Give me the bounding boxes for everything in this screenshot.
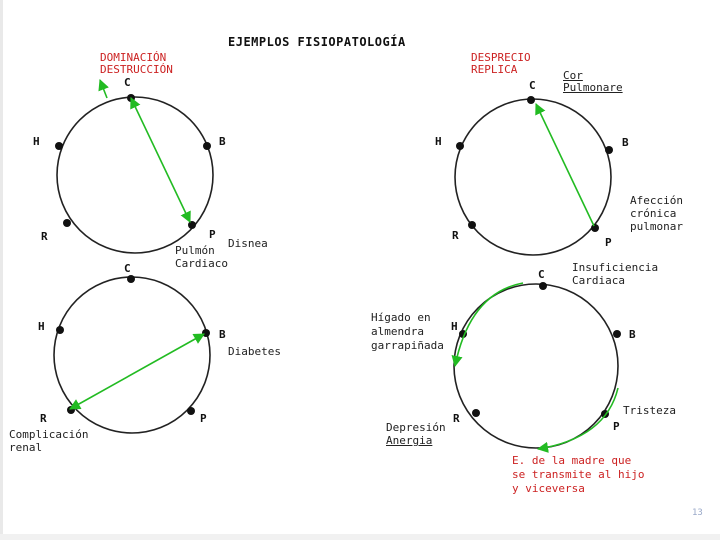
node-dot-h2 [56, 326, 64, 334]
arrow-c-to-p [130, 96, 191, 224]
page-title: EJEMPLOS FISIOPATOLOGÍA [228, 35, 406, 49]
label-garrapinada: garrapiñada [371, 339, 444, 352]
node-dot-p1 [188, 221, 196, 229]
node-label-h1: H [33, 135, 40, 148]
node-label-p1: P [209, 228, 216, 241]
label-complicacion: Complicación [9, 428, 89, 441]
node-label-h3: H [435, 135, 442, 148]
label-disnea: Disnea [228, 237, 268, 250]
arrow-dominacion [98, 78, 109, 99]
node-label-r4: R [453, 412, 460, 425]
node-label-r3: R [452, 229, 459, 242]
node-label-c3: C [529, 79, 536, 92]
node-dot-b3 [605, 146, 613, 154]
label-madre-line3: y viceversa [512, 482, 585, 495]
label-madre-line1: E. de la madre que [512, 454, 632, 467]
node-label-b2: B [219, 328, 226, 341]
node-label-h4: H [451, 320, 458, 333]
arrow-p-to-c [535, 102, 595, 227]
label-madre-line2: se transmite al hijo [512, 468, 645, 481]
node-label-p4: P [613, 420, 620, 433]
label-cardiaco: Cardiaco [175, 257, 228, 270]
label-cronica: crónica [630, 207, 677, 220]
label-cor: Cor [563, 69, 583, 82]
label-diabetes: Diabetes [228, 345, 281, 358]
node-label-h2: H [38, 320, 45, 333]
label-cardiaca: Cardiaca [572, 274, 625, 287]
node-label-p3: P [605, 236, 612, 249]
label-desprecio: DESPRECIO [471, 51, 531, 64]
label-insuficiencia: Insuficiencia [572, 261, 659, 274]
arrow-c-to-h-curve [451, 282, 524, 368]
circle-top-right [454, 98, 612, 256]
node-label-c1: C [124, 76, 131, 89]
node-dot-c2 [127, 275, 135, 283]
node-label-b4: B [629, 328, 636, 341]
circle-top-left [56, 96, 214, 254]
label-pulmonare: Pulmonare [563, 81, 623, 94]
label-tristeza: Tristeza [623, 404, 676, 417]
label-renal: renal [9, 441, 43, 454]
node-label-p2: P [200, 412, 207, 425]
node-dot-p3 [591, 224, 599, 232]
arrow-p-to-bottom-curve [536, 387, 619, 453]
node-label-c4: C [538, 268, 545, 281]
node-label-r1: R [41, 230, 48, 243]
node-dot-c4 [539, 282, 547, 290]
node-dot-b4 [613, 330, 621, 338]
label-pulmon: Pulmón [175, 244, 215, 257]
node-label-r2: R [40, 412, 47, 425]
node-label-c2: C [124, 262, 131, 275]
label-anergia: Anergia [386, 434, 433, 447]
label-depresion: Depresión [386, 421, 446, 434]
node-label-b3: B [622, 136, 629, 149]
page-number: 13 [692, 508, 703, 518]
left-border [0, 0, 3, 540]
label-destruccion: DESTRUCCIÓN [100, 63, 173, 76]
node-dot-c3 [527, 96, 535, 104]
node-dot-r1 [63, 219, 71, 227]
label-pulmonar: pulmonar [630, 220, 683, 233]
node-dot-p2 [187, 407, 195, 415]
label-almendra: almendra [371, 325, 424, 338]
label-replica: REPLICA [471, 63, 518, 76]
label-dominacion: DOMINACIÓN [100, 51, 167, 64]
node-label-b1: B [219, 135, 226, 148]
bottom-border [0, 534, 720, 540]
circle-bottom-left [53, 276, 211, 434]
node-dot-r3 [468, 221, 476, 229]
label-higado: Hígado en [371, 311, 431, 324]
node-dot-b2 [202, 329, 210, 337]
node-dot-h3 [456, 142, 464, 150]
label-afeccion: Afección [630, 194, 683, 207]
node-dot-r4 [472, 409, 480, 417]
arrow-b-to-r [69, 333, 205, 410]
node-dot-h1 [55, 142, 63, 150]
node-dot-b1 [203, 142, 211, 150]
